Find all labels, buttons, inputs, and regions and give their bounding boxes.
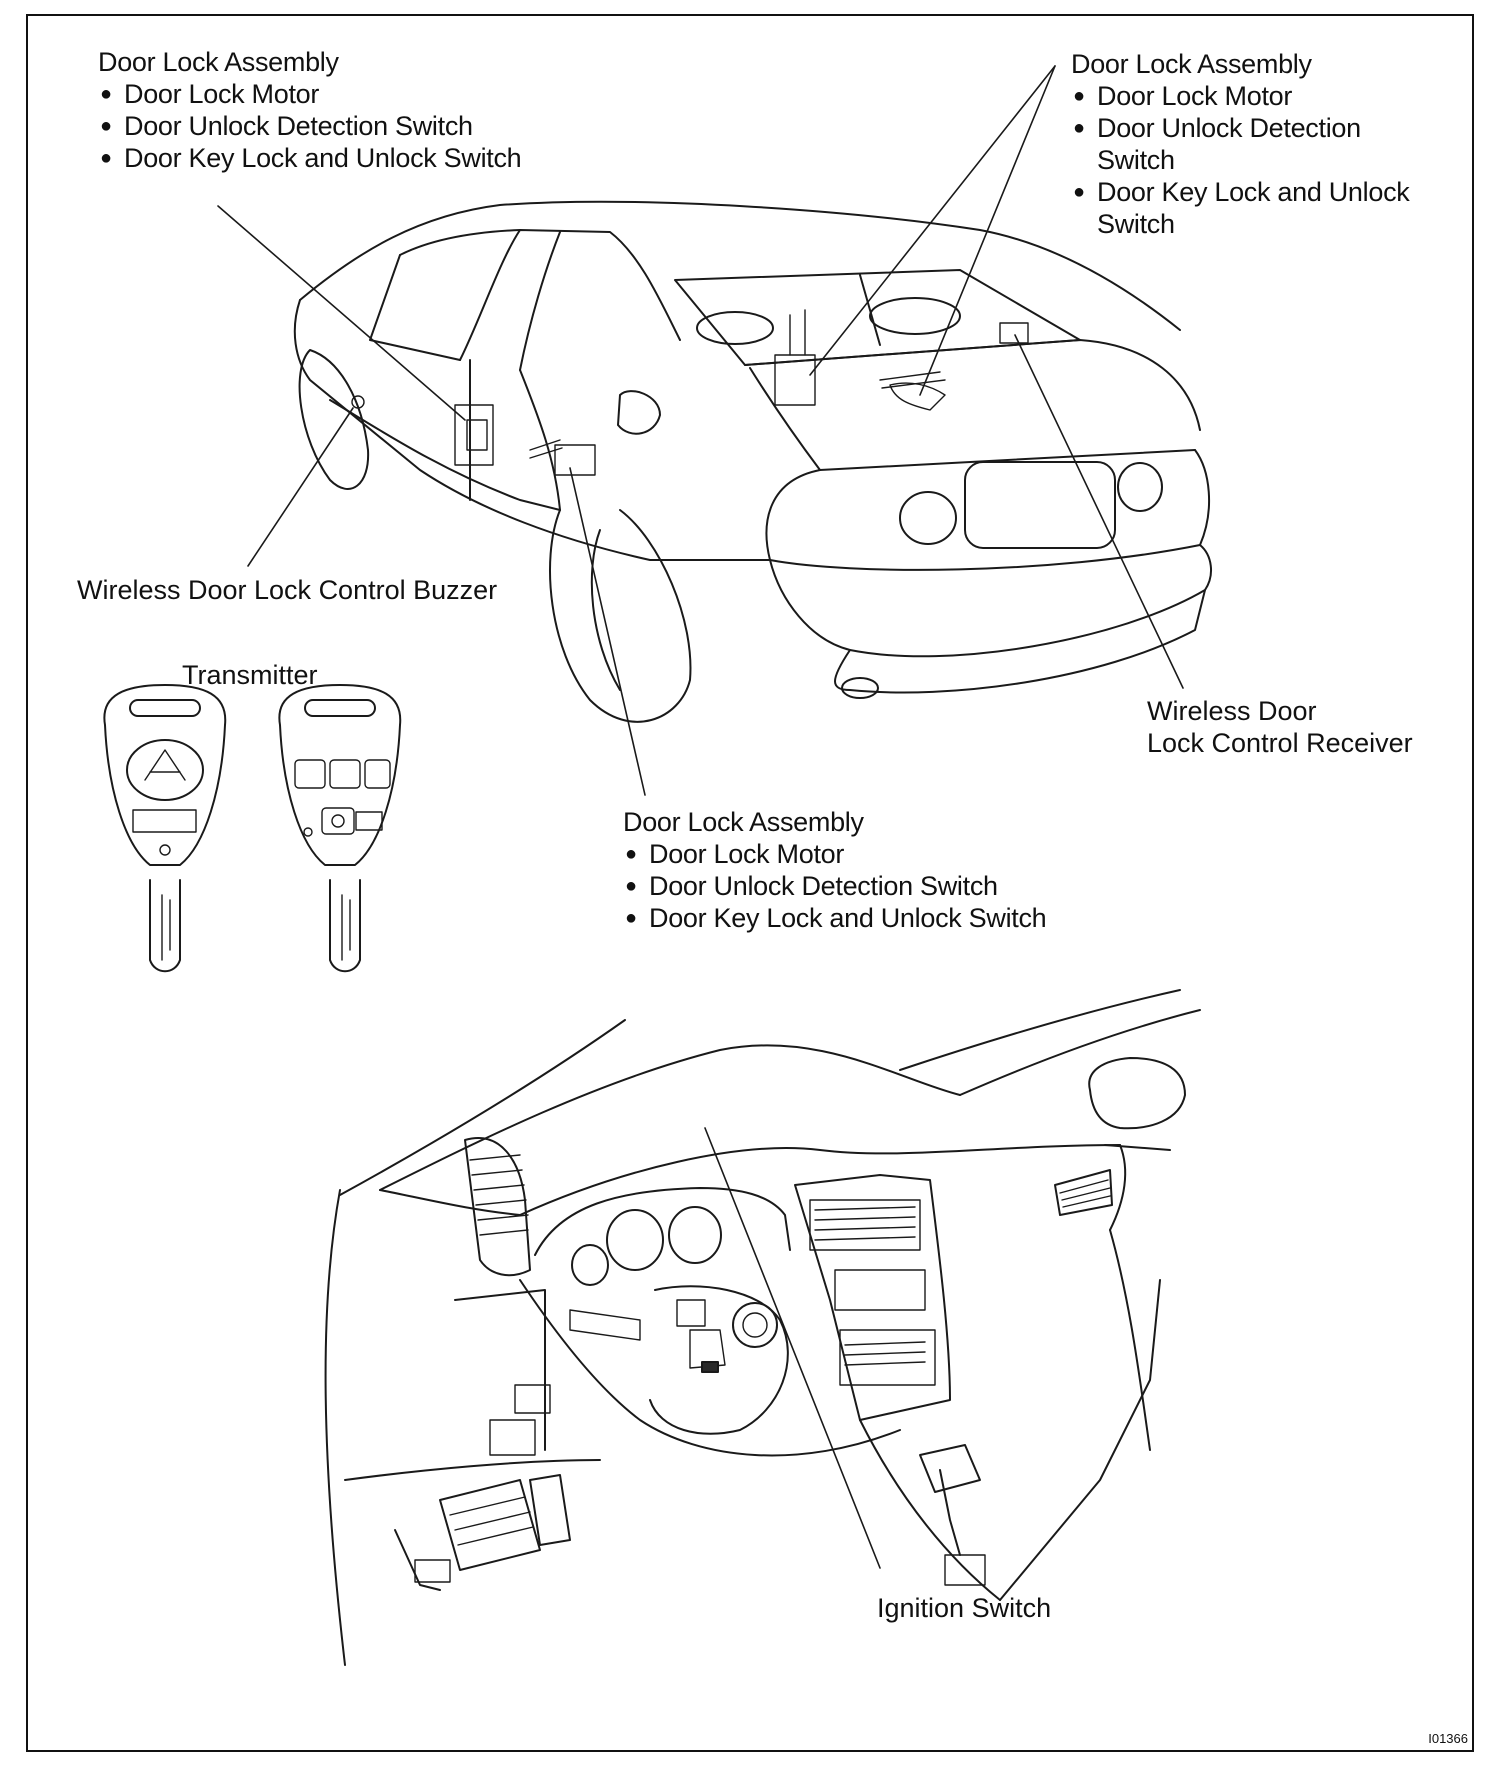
- callout-item: Door Key Lock and Unlock Switch: [98, 142, 598, 174]
- callout-title: Door Lock Assembly: [623, 807, 864, 837]
- callout-item: Door Lock Motor: [1071, 80, 1411, 112]
- callout-line: Wireless Door: [1147, 696, 1317, 726]
- callout-door-lock-front-left: Door Lock Assembly Door Lock Motor Door …: [98, 46, 598, 174]
- leader-lines: [217, 65, 1184, 1569]
- callout-item: Door Key Lock and Unlock Switch: [623, 902, 1183, 934]
- callout-item: Door Unlock Detection Switch: [1071, 112, 1411, 176]
- callout-door-lock-bottom: Door Lock Assembly Door Lock Motor Door …: [623, 806, 1183, 934]
- callout-transmitter: Transmitter: [182, 660, 318, 690]
- callout-title: Door Lock Assembly: [98, 47, 339, 77]
- car-illustration: [293, 200, 1212, 723]
- transmitter-key-front: [103, 684, 227, 973]
- callout-line: Lock Control Receiver: [1147, 728, 1413, 758]
- callout-item: Door Lock Motor: [623, 838, 1183, 870]
- dashboard-illustration: [324, 989, 1201, 1666]
- callout-item: Door Unlock Detection Switch: [623, 870, 1183, 902]
- callout-buzzer: Wireless Door Lock Control Buzzer: [77, 575, 498, 605]
- callout-ignition: Ignition Switch: [877, 1593, 1052, 1623]
- callout-item: Door Lock Motor: [98, 78, 598, 110]
- diagram-frame: [26, 14, 1474, 1752]
- callout-item: Door Key Lock and Unlock Switch: [1071, 176, 1411, 240]
- callout-item: Door Unlock Detection Switch: [98, 110, 598, 142]
- callout-title: Door Lock Assembly: [1071, 49, 1312, 79]
- figure-id: I01366: [1428, 1731, 1468, 1746]
- callout-receiver: Wireless Door Lock Control Receiver: [1147, 695, 1413, 759]
- callout-door-lock-rear: Door Lock Assembly Door Lock Motor Door …: [1071, 48, 1411, 240]
- transmitter-key-back: [278, 684, 402, 973]
